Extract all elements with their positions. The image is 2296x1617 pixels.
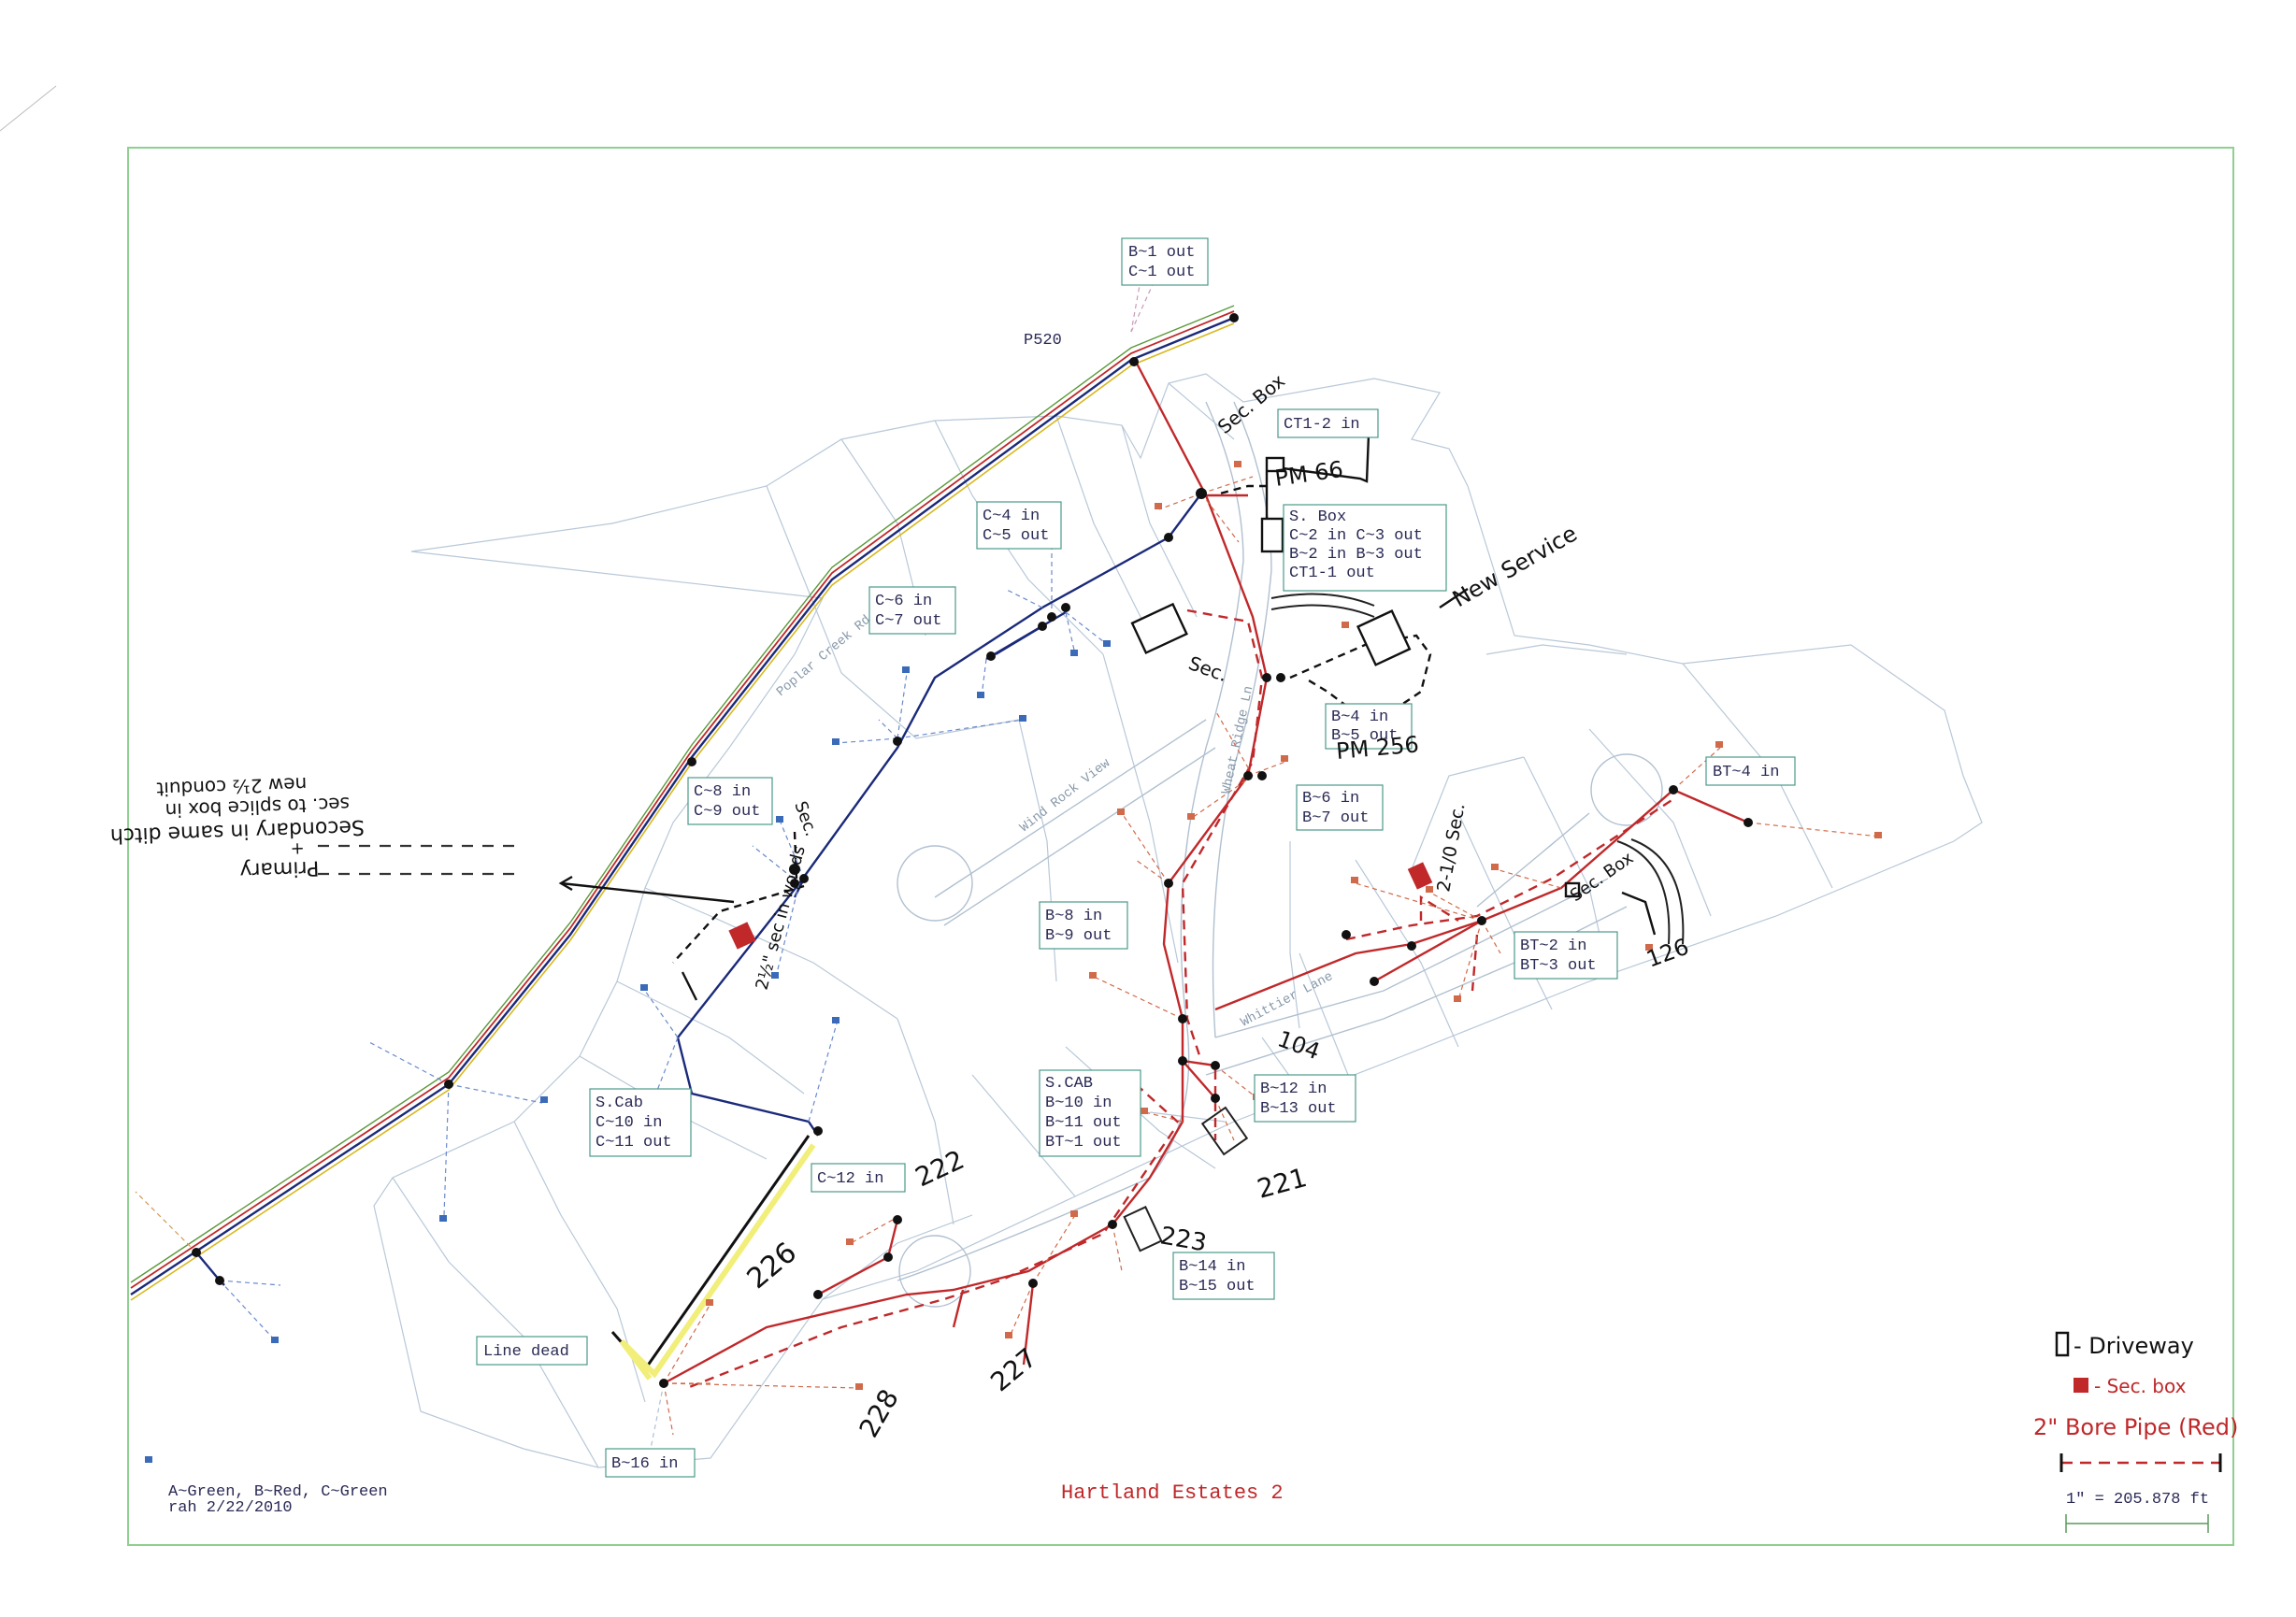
svg-text:B~16 in: B~16 in	[611, 1455, 678, 1473]
svg-text:BT~3 out: BT~3 out	[1520, 957, 1597, 975]
svg-text:C~6 in: C~6 in	[875, 593, 932, 610]
hand-lot-221: 221	[1254, 1162, 1310, 1205]
legend-sec-box: - Sec. box	[2094, 1375, 2187, 1397]
transformer-symbols	[1130, 456, 1581, 898]
label-c4: C~4 in C~5 out	[976, 501, 1062, 550]
left-note: Primary + Secondary in same ditch sec. t…	[109, 773, 365, 882]
svg-text:B~10 in: B~10 in	[1045, 1095, 1112, 1112]
svg-text:C~9 out: C~9 out	[694, 803, 760, 821]
label-b14: B~14 in B~15 out	[1172, 1252, 1275, 1300]
hand-lot-126: 126	[1643, 934, 1692, 973]
hand-woods: 2½" sec in woods	[753, 844, 810, 993]
hand-lot-226: 226	[741, 1237, 803, 1296]
svg-text:C~7 out: C~7 out	[875, 612, 941, 630]
svg-text:C~8 in: C~8 in	[694, 783, 751, 801]
hand-lot-104: 104	[1274, 1025, 1324, 1065]
house-markers	[145, 461, 1882, 1463]
label-ct1: CT1-2 in	[1277, 408, 1379, 438]
svg-text:Line dead: Line dead	[483, 1343, 569, 1361]
svg-text:B~13 out: B~13 out	[1260, 1100, 1337, 1118]
label-scab-c: S.Cab C~10 in C~11 out	[589, 1088, 692, 1157]
label-b1: B~1 out C~1 out	[1121, 237, 1209, 286]
label-b12: B~12 in B~13 out	[1254, 1074, 1356, 1123]
map-frame	[127, 147, 2234, 1546]
svg-text:BT~2 in: BT~2 in	[1520, 937, 1586, 955]
label-b16: B~16 in	[605, 1448, 696, 1478]
hand-lot-227: 227	[984, 1342, 1042, 1398]
svg-text:+: +	[290, 838, 305, 859]
svg-text:B~5 out: B~5 out	[1331, 727, 1398, 745]
svg-text:C~5 out: C~5 out	[983, 527, 1049, 545]
svg-text:CT1-2 in: CT1-2 in	[1284, 416, 1360, 434]
label-c6: C~6 in C~7 out	[868, 586, 956, 635]
hand-lot-222: 222	[911, 1144, 969, 1193]
scan-mark	[0, 85, 57, 132]
street-whittier: Whittier Lane	[1239, 969, 1336, 1030]
scale-bar	[2065, 1514, 2209, 1533]
svg-text:BT~4 in: BT~4 in	[1713, 764, 1779, 781]
hand-sec-2: 2-1/0 Sec.	[1433, 802, 1469, 894]
hand-sec-box-right: Sec. Box	[1567, 848, 1638, 906]
svg-text:Primary: Primary	[239, 855, 320, 881]
legend-bore-pipe: 2" Bore Pipe (Red)	[2033, 1414, 2238, 1440]
svg-text:CT1-1 out: CT1-1 out	[1289, 565, 1375, 582]
scale-text: 1" = 205.878 ft	[2066, 1491, 2209, 1509]
svg-text:B~11 out: B~11 out	[1045, 1114, 1122, 1132]
label-b6: B~6 in B~7 out	[1296, 784, 1384, 831]
svg-text:B~7 out: B~7 out	[1302, 809, 1369, 827]
legend: - Driveway - Sec. box 2" Bore Pipe (Red)	[2033, 1331, 2238, 1472]
poles	[192, 313, 1753, 1388]
svg-text:B~6 in: B~6 in	[1302, 790, 1359, 808]
legend-note-phases: A~Green, B~Red, C~Green	[168, 1483, 388, 1501]
pole-label: P520	[1024, 332, 1062, 350]
sec-box-symbols	[728, 862, 1433, 950]
hand-sec-mid: Sec.	[1185, 651, 1230, 686]
sec-box-legend-icon	[2074, 1378, 2088, 1393]
lot-lines	[373, 373, 1983, 1468]
hand-lot-228: 228	[853, 1384, 904, 1443]
svg-text:BT~1 out: BT~1 out	[1045, 1134, 1122, 1152]
label-bt4: BT~4 in	[1705, 756, 1796, 786]
dead-line	[619, 1143, 816, 1381]
svg-text:S. Box: S. Box	[1289, 508, 1346, 526]
note-dash-lines	[318, 844, 524, 876]
street-poplar-creek: Poplar Creek Rd	[774, 613, 874, 700]
label-bt2: BT~2 in BT~3 out	[1514, 931, 1618, 980]
legend-driveway: - Driveway	[2074, 1333, 2194, 1359]
svg-text:new 2½ conduit: new 2½ conduit	[156, 773, 308, 801]
label-sbox: S. Box C~2 in C~3 out B~2 in B~3 out CT1…	[1283, 504, 1447, 592]
label-b8: B~8 in B~9 out	[1039, 901, 1128, 950]
svg-text:B~2 in B~3 out: B~2 in B~3 out	[1289, 546, 1423, 564]
svg-text:C~2 in C~3 out: C~2 in C~3 out	[1289, 527, 1423, 545]
svg-text:B~1 out: B~1 out	[1128, 244, 1195, 262]
service-drops	[135, 253, 1880, 1454]
svg-text:C~4 in: C~4 in	[983, 508, 1040, 525]
label-b4: B~4 in B~5 out	[1325, 703, 1413, 750]
svg-text:C~10 in: C~10 in	[596, 1114, 662, 1132]
svg-text:B~15 out: B~15 out	[1179, 1278, 1256, 1295]
label-line-dead: Line dead	[476, 1336, 588, 1366]
label-c12: C~12 in	[811, 1163, 906, 1193]
driveway-legend-icon	[2055, 1331, 2070, 1357]
label-c8: C~8 in C~9 out	[687, 777, 773, 825]
svg-text:B~12 in: B~12 in	[1260, 1080, 1327, 1098]
svg-text:B~4 in: B~4 in	[1331, 708, 1388, 726]
label-scab-b: S.CAB B~10 in B~11 out BT~1 out	[1039, 1069, 1141, 1157]
map-title: Hartland Estates 2	[1061, 1481, 1284, 1505]
svg-text:B~8 in: B~8 in	[1045, 908, 1102, 925]
legend-note-author: rah 2/22/2010	[168, 1499, 293, 1517]
svg-text:C~11 out: C~11 out	[596, 1134, 672, 1152]
svg-text:S.CAB: S.CAB	[1045, 1075, 1093, 1093]
svg-text:C~1 out: C~1 out	[1128, 264, 1195, 281]
svg-text:C~12 in: C~12 in	[817, 1170, 883, 1188]
svg-text:S.Cab: S.Cab	[596, 1095, 643, 1112]
hand-new-service: New Service	[1448, 521, 1582, 613]
svg-text:B~14 in: B~14 in	[1179, 1258, 1245, 1276]
driveway-symbols	[1123, 593, 1685, 1252]
svg-text:B~9 out: B~9 out	[1045, 927, 1112, 945]
hand-lot-223: 223	[1158, 1222, 1209, 1257]
